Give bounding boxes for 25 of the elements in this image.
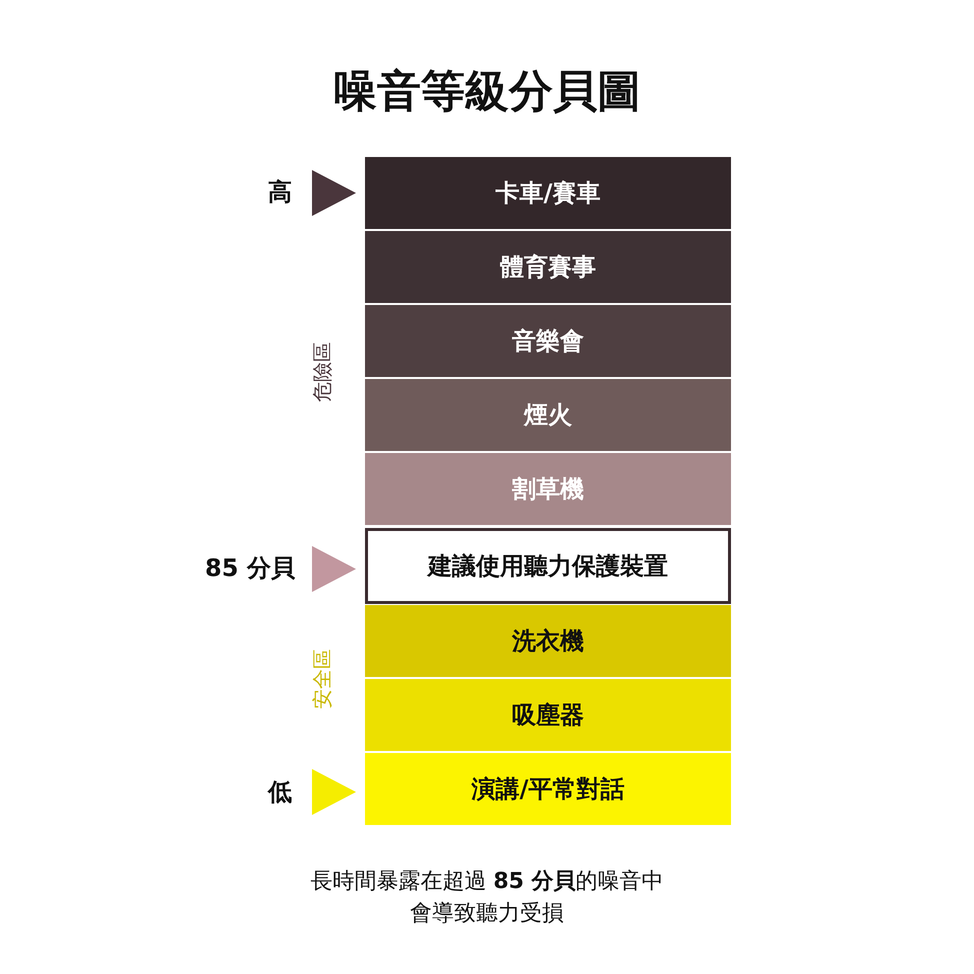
level-band bbox=[365, 379, 731, 451]
band-label: 演講/平常對話 bbox=[472, 774, 624, 805]
level-band bbox=[365, 157, 731, 229]
level-label: 低 bbox=[268, 777, 292, 808]
band-label: 煙火 bbox=[524, 400, 572, 431]
level-label: 85 分貝 bbox=[205, 553, 295, 584]
level-band bbox=[365, 305, 731, 377]
title: 噪音等級分貝圖 bbox=[332, 65, 642, 119]
level-label: 高 bbox=[268, 177, 292, 208]
band-label: 洗衣機 bbox=[512, 626, 584, 657]
band-label: 體育賽事 bbox=[500, 252, 596, 283]
level-band bbox=[365, 679, 731, 751]
band-label: 割草機 bbox=[512, 474, 584, 505]
level-band bbox=[365, 231, 731, 303]
zone-label: 危險區 bbox=[310, 341, 334, 404]
zone-label: 安全區 bbox=[310, 648, 334, 711]
level-band bbox=[365, 753, 731, 825]
band-label: 卡車/賽車 bbox=[496, 178, 600, 209]
band-label: 音樂會 bbox=[512, 326, 584, 357]
band-label: 建議使用聽力保護裝置 bbox=[428, 551, 668, 582]
caption: 長時間暴露在超過 85 分貝的噪音中會導致聽力受損 bbox=[309, 868, 665, 928]
highlighted-box bbox=[365, 528, 731, 604]
band-label: 吸塵器 bbox=[512, 700, 584, 731]
level-band bbox=[365, 453, 731, 525]
level-band bbox=[365, 605, 731, 677]
